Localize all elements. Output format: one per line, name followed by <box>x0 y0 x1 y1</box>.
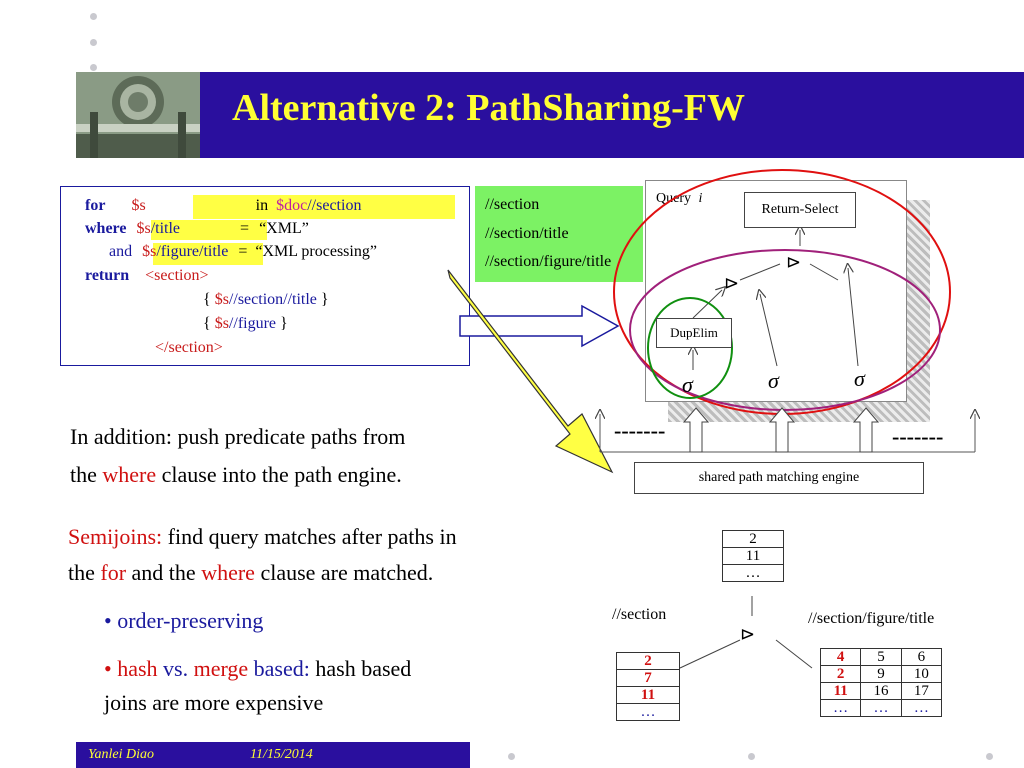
footer-date: 11/15/2014 <box>250 747 313 762</box>
return-figure-line: { $s//figure } <box>203 315 288 332</box>
transform-arrow <box>459 304 620 348</box>
highlight-for-line <box>193 195 455 219</box>
match-cell: 6 <box>900 648 943 666</box>
match-cell: 17 <box>900 682 943 700</box>
path-item: //section/figure/title <box>485 253 612 270</box>
green-ellipse <box>647 297 733 399</box>
join-node: ⊳ <box>724 273 740 293</box>
edge <box>809 263 839 281</box>
edge <box>679 639 741 669</box>
edge <box>692 290 722 319</box>
engine-up-arrow <box>768 407 796 453</box>
more-plans-dashes: ------- <box>892 424 944 449</box>
title-bar <box>76 72 1024 158</box>
section-matches-table: 2 7 11 … <box>616 652 680 721</box>
result-table: 2 11 … <box>722 530 784 582</box>
for-line: for $s in $doc//section <box>85 197 362 214</box>
join-node: ⊳ <box>786 252 802 272</box>
semijoin-node: ⊳ <box>740 624 756 644</box>
result-cell: 11 <box>722 547 784 565</box>
select-node-sigma: σ <box>854 366 865 391</box>
where-line: where $s/title = “XML” <box>85 220 309 237</box>
match-cell: 4 <box>819 648 862 666</box>
edge <box>739 263 781 281</box>
figure-title-matches-table: 4 5 6 2 9 10 11 16 17 … … … <box>819 648 943 717</box>
right-path-label: //section/figure/title <box>808 610 935 627</box>
predicate-push-arrow <box>447 269 614 474</box>
decor-dot <box>90 64 97 71</box>
select-node-sigma: σ <box>768 368 779 393</box>
campus-gate-logo <box>76 72 200 158</box>
match-cell: 10 <box>900 665 943 683</box>
decor-dot <box>90 39 97 46</box>
semijoins-line-1: Semijoins: find query matches after path… <box>68 524 457 549</box>
highlight-figure-title <box>153 243 263 265</box>
bullet-hash-merge-cont: joins are more expensive <box>104 690 324 715</box>
decor-dot <box>986 753 993 760</box>
close-tag-line: </section> <box>155 339 223 356</box>
and-line: and $s/figure/title = “XML processing” <box>109 243 377 260</box>
result-cell: … <box>722 564 784 582</box>
match-cell: … <box>860 699 902 717</box>
match-cell: 11 <box>819 682 862 700</box>
match-cell: 2 <box>616 652 680 670</box>
addition-line-2: the where clause into the path engine. <box>70 462 402 487</box>
engine-up-arrow <box>852 407 880 453</box>
path-item: //section/title <box>485 225 569 242</box>
decor-dot <box>508 753 515 760</box>
slide-title: Alternative 2: PathSharing-FW <box>232 87 745 129</box>
match-cell: 11 <box>616 686 680 704</box>
engine-up-arrow <box>682 407 710 453</box>
more-plans-dashes: ------- <box>614 418 666 443</box>
footer-bar: Yanlei Diao 11/15/2014 <box>76 742 470 768</box>
path-item: //section <box>485 196 540 213</box>
select-node-sigma: σ <box>682 372 693 397</box>
semijoins-line-2: the for and the where clause are matched… <box>68 560 434 585</box>
match-cell: 9 <box>860 665 902 683</box>
match-cell: 5 <box>860 648 902 666</box>
edge <box>775 639 813 669</box>
return-title-line: { $s//section//title } <box>203 291 329 308</box>
return-select-node: Return-Select <box>744 192 856 228</box>
edge <box>760 294 778 367</box>
match-cell: 2 <box>819 665 862 683</box>
purple-ellipse <box>629 249 941 411</box>
match-cell: … <box>819 699 862 717</box>
decor-dot <box>90 13 97 20</box>
result-cell: 2 <box>722 530 784 548</box>
xquery-box: for $s in $doc//section where $s/title =… <box>60 186 470 366</box>
match-cell: … <box>616 703 680 721</box>
left-path-label: //section <box>612 606 667 623</box>
match-cell: 16 <box>860 682 902 700</box>
match-cell: 7 <box>616 669 680 687</box>
bullet-order-preserving: • order-preserving <box>104 608 264 633</box>
edge <box>848 268 859 367</box>
addition-line-1: In addition: push predicate paths from <box>70 424 406 449</box>
path-list-box: //section //section/title //section/figu… <box>475 186 643 282</box>
match-cell: … <box>900 699 943 717</box>
bullet-hash-merge: • hash vs. merge based: hash based <box>104 656 412 681</box>
shared-path-engine-box: shared path matching engine <box>634 462 924 494</box>
footer-author: Yanlei Diao <box>88 747 154 762</box>
return-line: return <section> <box>85 267 209 284</box>
highlight-title <box>151 220 267 240</box>
dupelim-node: DupElim <box>656 318 732 348</box>
decor-dot <box>748 753 755 760</box>
